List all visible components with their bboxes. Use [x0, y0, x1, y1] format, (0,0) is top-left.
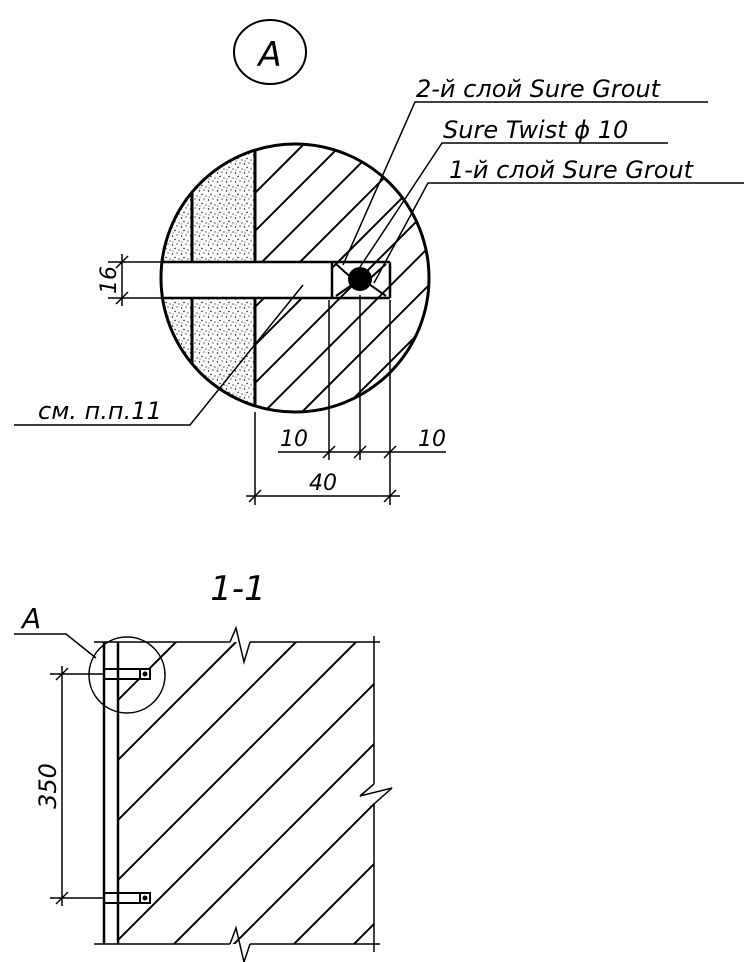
label-see-note: см. п.п.11 — [38, 397, 162, 425]
section-hatch — [118, 642, 374, 944]
dim-10-left: 10 — [280, 427, 308, 452]
label-layer1: 1-й слой Sure Grout — [449, 156, 695, 184]
callout-letter: A — [256, 35, 281, 75]
detail-a: A — [14, 19, 744, 505]
dim-40: 40 — [309, 471, 337, 496]
label-twist: Sure Twist ϕ 10 — [443, 116, 628, 144]
detail-circle — [159, 142, 431, 414]
dimension-chain — [246, 295, 446, 505]
label-layer2: 2-й слой Sure Grout — [416, 75, 662, 103]
detail-a-marker — [88, 636, 166, 714]
callout-a-leader — [14, 633, 97, 659]
anchor-bottom — [104, 892, 151, 904]
callout-bubble — [233, 19, 307, 85]
dim-10-right: 10 — [418, 427, 446, 452]
insulation-layer — [161, 144, 255, 412]
section-1-1: 1-1 — [14, 569, 393, 962]
section-title: 1-1 — [210, 569, 266, 609]
dim-16-text: 16 — [97, 266, 122, 294]
joint-gap — [161, 260, 390, 300]
dim-350-text: 350 — [34, 763, 62, 809]
dimension-350 — [50, 666, 104, 906]
callout-a-letter: A — [20, 602, 41, 635]
dimension-16 — [108, 254, 170, 306]
sure-twist-rod — [348, 267, 372, 291]
anchor-top — [104, 668, 151, 680]
leader-lines — [14, 101, 744, 426]
sealant-pocket — [330, 262, 392, 298]
